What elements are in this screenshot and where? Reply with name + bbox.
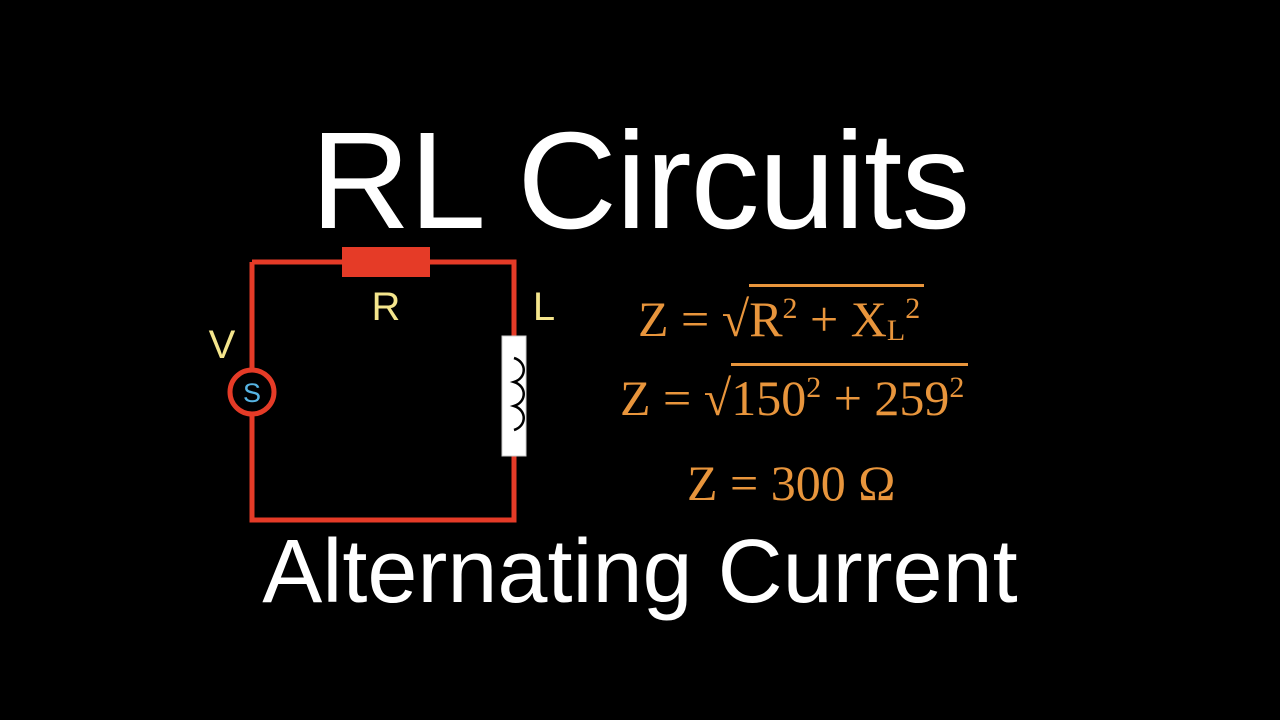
- radicand: R2 + XL2: [749, 284, 925, 347]
- resistor-label: R: [372, 285, 401, 329]
- inductor-coil: [509, 356, 525, 432]
- circuit-wire: [249, 259, 517, 523]
- ac-source: [227, 367, 277, 417]
- source-symbol: S: [243, 378, 261, 408]
- inductor-label: L: [533, 285, 555, 329]
- source-label: V: [209, 323, 236, 367]
- impedance-result: Z = 300 Ω: [687, 455, 896, 511]
- impedance-formula: Z = √R2 + XL2: [638, 284, 925, 347]
- radicand: 1502 + 2592: [731, 363, 969, 426]
- resistor: [342, 247, 430, 277]
- impedance-substitution: Z = √1502 + 2592: [620, 363, 969, 426]
- inductor: [501, 335, 527, 457]
- title: RL Circuits: [310, 104, 971, 258]
- subtitle: Alternating Current: [262, 522, 1018, 622]
